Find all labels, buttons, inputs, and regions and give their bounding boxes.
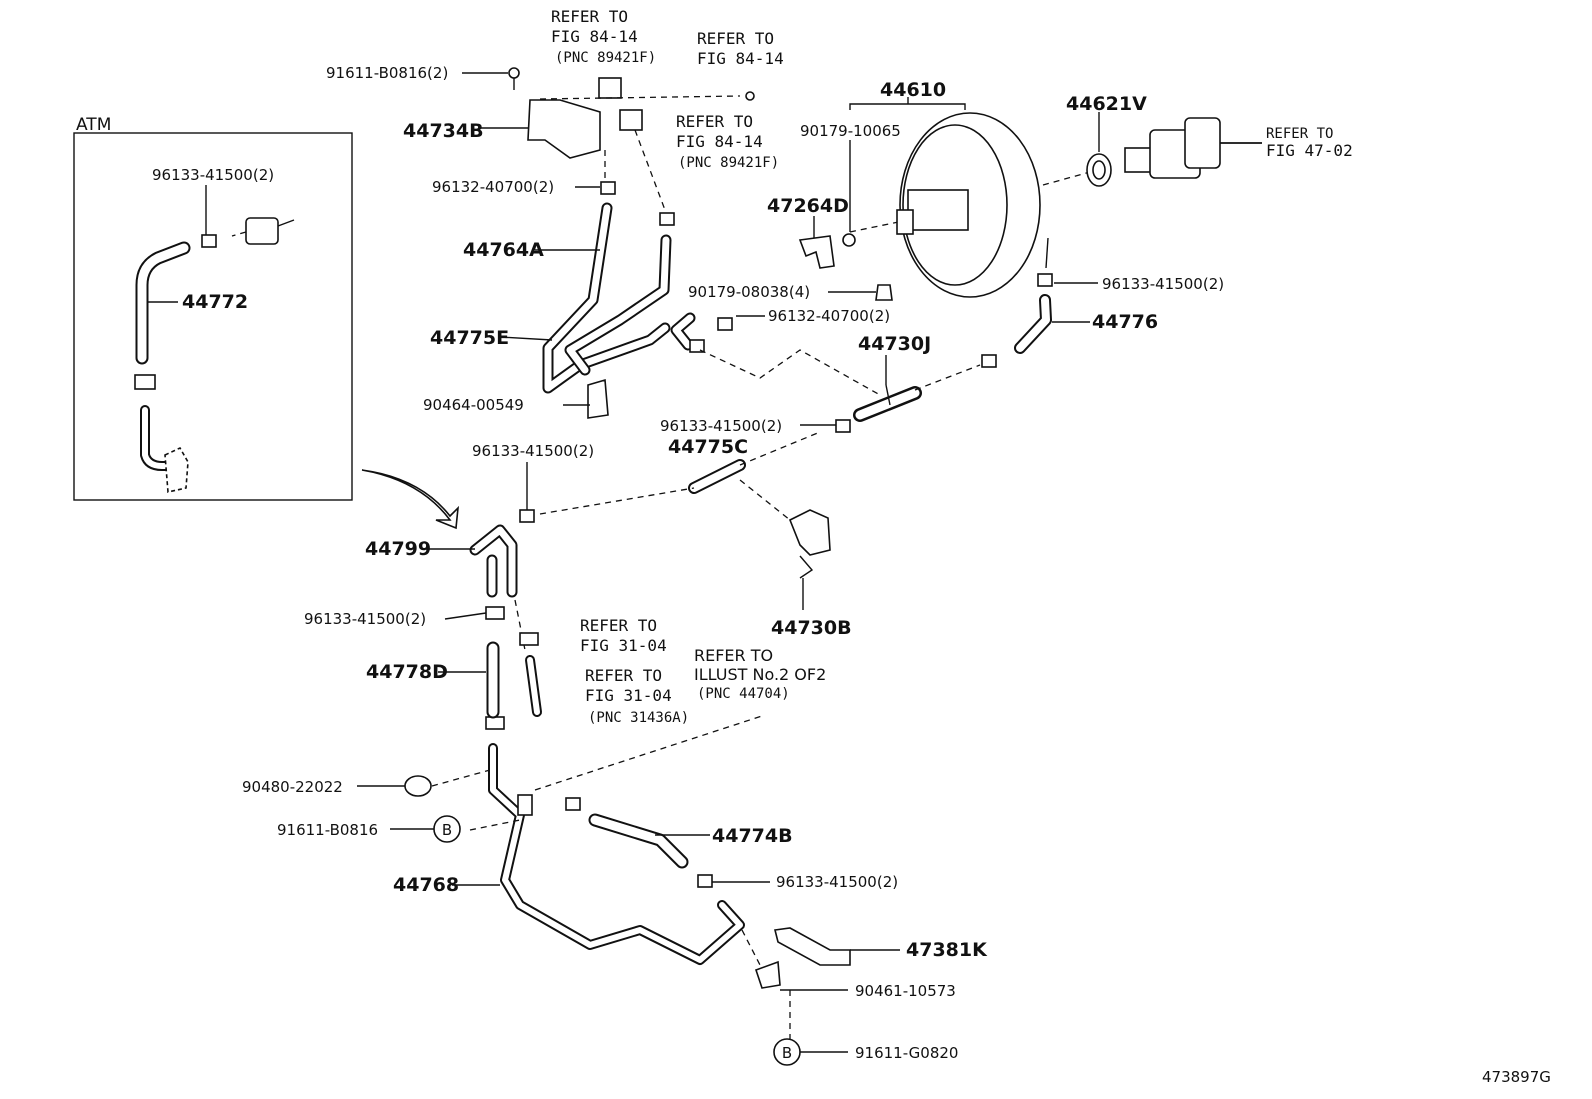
ref-31-04-b-line2: FIG 31-04 bbox=[585, 686, 672, 705]
label-90179-10065: 90179-10065 bbox=[800, 122, 901, 140]
label-44775E: 44775E bbox=[430, 327, 509, 349]
label-44776: 44776 bbox=[1092, 311, 1158, 333]
label-44768: 44768 bbox=[393, 874, 459, 896]
label-91611-G0820: 91611-G0820 bbox=[855, 1044, 958, 1062]
label-47264D: 47264D bbox=[767, 195, 849, 217]
label-44774B: 44774B bbox=[712, 825, 793, 847]
bracket-47381K bbox=[774, 927, 851, 966]
label-44610: 44610 bbox=[880, 79, 946, 101]
ref-84-14-a-line2: FIG 84-14 bbox=[551, 27, 638, 46]
ref-illust-line3: (PNC 44704) bbox=[697, 686, 790, 702]
label-90461-10573: 90461-10573 bbox=[855, 982, 956, 1000]
brake-booster bbox=[849, 112, 1091, 298]
leader-lines bbox=[148, 72, 1262, 1053]
ref-illust-line1: REFER TO bbox=[694, 646, 773, 665]
label-96133-41500-2-right: 96133-41500(2) bbox=[1102, 275, 1224, 293]
ref-84-14-a-line3: (PNC 89421F) bbox=[555, 50, 656, 66]
callout-b-upper-text: B bbox=[442, 821, 452, 839]
ref-31-04-b-line1: REFER TO bbox=[585, 666, 662, 685]
ref-31-04-a-line2: FIG 31-04 bbox=[580, 636, 667, 655]
diagram-id: 473897G bbox=[1482, 1068, 1551, 1086]
label-47381K: 47381K bbox=[906, 939, 988, 961]
ref-84-14-b-line1: REFER TO bbox=[697, 29, 774, 48]
label-96133-41500-2-left: 96133-41500(2) bbox=[472, 442, 594, 460]
master-cylinder bbox=[1124, 117, 1262, 179]
label-91611-B0816: 91611-B0816 bbox=[277, 821, 378, 839]
label-90480-22022: 90480-22022 bbox=[242, 778, 343, 796]
label-44730J: 44730J bbox=[858, 333, 931, 355]
label-44621V: 44621V bbox=[1066, 93, 1147, 115]
label-96133-41500-2-center: 96133-41500(2) bbox=[660, 417, 782, 435]
ref-31-04-a-line1: REFER TO bbox=[580, 616, 657, 635]
label-91611-B0816-2: 91611-B0816(2) bbox=[326, 64, 448, 82]
label-96133-41500-2-bottom: 96133-41500(2) bbox=[776, 873, 898, 891]
label-96132-40700-2-top: 96132-40700(2) bbox=[432, 178, 554, 196]
label-96133-41500-2-atm: 96133-41500(2) bbox=[152, 166, 274, 184]
ref-47-02-line2: FIG 47-02 bbox=[1266, 141, 1353, 160]
callout-b-upper bbox=[433, 815, 461, 843]
label-44778D: 44778D bbox=[366, 661, 448, 683]
label-90464-00549: 90464-00549 bbox=[423, 396, 524, 414]
label-44730B: 44730B bbox=[771, 617, 852, 639]
ref-31-04-b-line3: (PNC 31436A) bbox=[588, 710, 689, 726]
ref-84-14-c-line1: REFER TO bbox=[676, 112, 753, 131]
callout-b-lower bbox=[773, 1038, 801, 1066]
ref-illust-line2: ILLUST No.2 OF2 bbox=[694, 665, 826, 684]
label-44772: 44772 bbox=[182, 291, 248, 313]
label-96132-40700-2-mid: 96132-40700(2) bbox=[768, 307, 890, 325]
ref-47-02-line1: REFER TO bbox=[1266, 126, 1333, 142]
ref-84-14-b-line2: FIG 84-14 bbox=[697, 49, 784, 68]
label-44764A: 44764A bbox=[463, 239, 544, 261]
label-90179-08038-4: 90179-08038(4) bbox=[688, 283, 810, 301]
label-96133-41500-2-low: 96133-41500(2) bbox=[304, 610, 426, 628]
callout-b-lower-text: B bbox=[782, 1044, 792, 1062]
tee-44730J bbox=[853, 384, 922, 422]
ref-84-14-a-line1: REFER TO bbox=[551, 7, 628, 26]
label-44799: 44799 bbox=[365, 538, 431, 560]
label-44734B: 44734B bbox=[403, 120, 484, 142]
atm-label: ATM bbox=[76, 115, 111, 135]
label-44775C: 44775C bbox=[668, 436, 748, 458]
bracket-44734B bbox=[527, 99, 601, 159]
atm-inset: ATM bbox=[73, 115, 353, 501]
ref-84-14-c-line3: (PNC 89421F) bbox=[678, 155, 779, 171]
clamp-44730B bbox=[788, 509, 831, 556]
bracket-47264D bbox=[798, 235, 835, 269]
atm-box bbox=[73, 132, 353, 501]
ref-84-14-c-line2: FIG 84-14 bbox=[676, 132, 763, 151]
